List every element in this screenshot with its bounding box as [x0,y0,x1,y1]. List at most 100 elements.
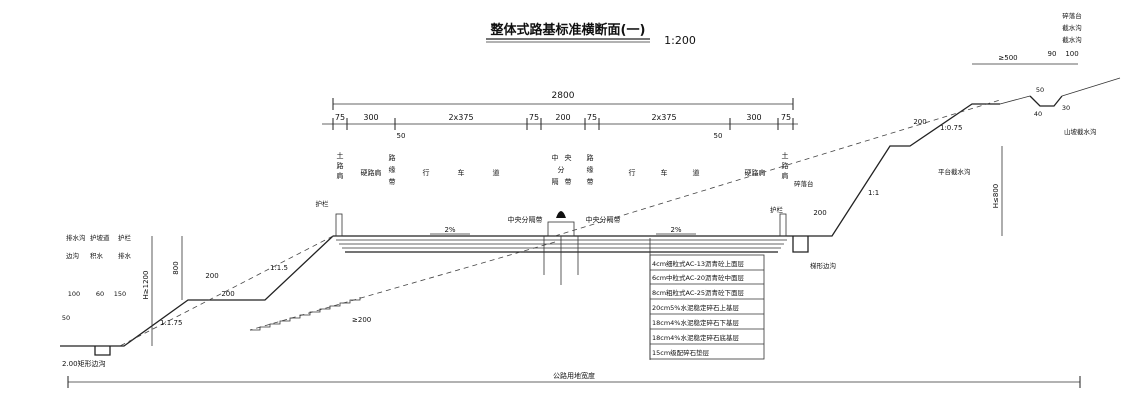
layer-label: 6cm中粒式AC-20沥青砼中面层 [652,273,745,282]
fill-slope-line [60,235,334,347]
left-guardrail [335,213,343,237]
right-cut-slope: 200 1:1 1:0.75 200 平台截水沟 梯形边沟 碎落台 护栏 H≤8… [554,11,1121,270]
left-ditch-label: 2.00矩形边沟 [62,359,106,368]
berm-dim: 200 [205,272,218,280]
top-intercept-ditch [1029,95,1063,107]
lane-label: 行 [423,168,430,177]
left-dim: 60 [96,290,104,298]
cross-slope-right: 2% [670,226,681,234]
fill-slope-dashed [119,235,334,347]
left-label: 排水 [118,251,132,260]
total-width-label: 2800 [552,91,575,101]
dim-segment-label: 75 [529,113,539,122]
right-label: 梯形边沟 [810,261,836,270]
lane-label: 缘 [389,165,396,174]
right-edge-label: 山坡截水沟 [1064,127,1097,136]
pavement: 中央分隔带 中央分隔带 2% 2% [333,211,790,285]
lane-label: 带 [587,178,594,186]
lane-label: 路 [782,161,789,170]
lane-label: 车 [458,168,465,177]
lane-label: 道 [693,168,700,177]
right-barrier-label: 护栏 [770,205,784,214]
lane-label: 土 [337,151,344,160]
top-label: 截水沟 [1062,23,1082,32]
berm-width: 200 [221,290,234,298]
right-dim: 200 [913,118,926,126]
small-dim: 50 [1036,86,1044,94]
layer-label: 18cm4%水泥稳定碎石下基层 [652,318,739,327]
dim-segment-label: 2x375 [448,113,473,122]
median-label: 隔 [552,177,559,186]
slope-label-1: 1:1.5 [270,264,288,272]
left-label: 护坡道 [90,233,110,242]
dim-segment-label: 75 [335,113,345,122]
land-width-label: 公路用地宽度 [553,371,595,380]
layer-label: 15cm级配碎石垫层 [652,348,710,357]
dim-segment-label: 75 [781,113,791,122]
right-slope-2: 1:0.75 [940,124,962,132]
lane-label: 路 [587,153,594,162]
lane-label: 硬路肩 [361,168,382,177]
cut-slope-line [790,103,1000,237]
segment-ticks [332,118,794,130]
cross-slope-left: 2% [444,226,455,234]
dim-segment-label: 300 [363,113,378,122]
lane-label: 道 [493,168,500,177]
small-dim: 40 [1034,110,1042,118]
top-label: 碎落台 [1062,11,1082,20]
natural-ground-dashed [554,99,1001,237]
height-dim: H≤800 [992,184,1000,209]
lane-label: 硬路肩 [745,168,766,177]
ground-line-dashed [249,241,556,331]
layer-label: 18cm4%水泥稳定碎石底基层 [652,333,739,342]
lane-label: 肩 [337,171,344,180]
dim-small-label: 50 [714,132,723,140]
drawing-scale: 1:200 [664,34,696,47]
median-barrier [547,221,575,237]
left-embankment: 2.00矩形边沟 200 200 1:1.5 1:1.75 ≥200 H≥120… [60,199,556,368]
lane-label: 行 [629,168,636,177]
right-side-ditch [792,236,809,253]
median-label: 央 [565,153,572,162]
median-label: 带 [565,178,572,186]
dim-segment-label: 75 [587,113,597,122]
lane-label: 车 [661,168,668,177]
lane-labels: 土 路 肩 硬路肩 行 车 道 路 缘 带 中 央 分 隔 带 路 缘 带 行 … [337,151,789,186]
height-label-1: 800 [172,261,180,274]
layer-label: 20cm5%水泥稳定碎石上基层 [652,303,739,312]
right-label: 碎落台 [794,179,814,188]
step-dim: ≥200 [352,316,371,324]
height-label-2: H≥1200 [142,271,150,300]
left-rect-ditch [94,346,111,356]
left-dim: 50 [62,314,70,322]
median-label-left: 中央分隔带 [508,215,543,224]
dim-segment-label: 300 [746,113,761,122]
right-label: 平台截水沟 [938,167,971,176]
layers-box [649,254,765,360]
lane-label: 土 [782,151,789,160]
layer-label: 8cm粗粒式AC-25沥青砼下面层 [652,288,745,297]
small-dim: 30 [1062,104,1070,112]
layer-label: 4cm细粒式AC-13沥青砼上面层 [652,259,745,268]
lane-label: 缘 [587,165,594,174]
lane-label: 路 [389,153,396,162]
lane-label: 肩 [782,171,789,180]
left-label: 边沟 [66,251,79,260]
dim-segment-label: 200 [555,113,570,122]
median-planting-icon [556,211,566,218]
pavement-layers-table: 4cm细粒式AC-13沥青砼上面层 6cm中粒式AC-20沥青砼中面层 8cm粗… [649,238,765,360]
left-label: 护栏 [118,233,132,242]
left-label: 积水 [90,251,104,260]
top-dim: 90 [1048,50,1057,58]
median-label: 中 [552,153,559,162]
slope-label-2: 1:1.75 [160,319,182,327]
hill-line [999,77,1121,105]
lane-label: 路 [337,161,344,170]
lane-label: 带 [389,178,396,186]
right-guardrail [779,213,787,237]
median-label: 分 [558,165,565,174]
right-slope-1: 1:1 [868,189,879,197]
dim-segment-label: 2x375 [651,113,676,122]
drawing-title: 整体式路基标准横断面(一) [490,22,646,38]
